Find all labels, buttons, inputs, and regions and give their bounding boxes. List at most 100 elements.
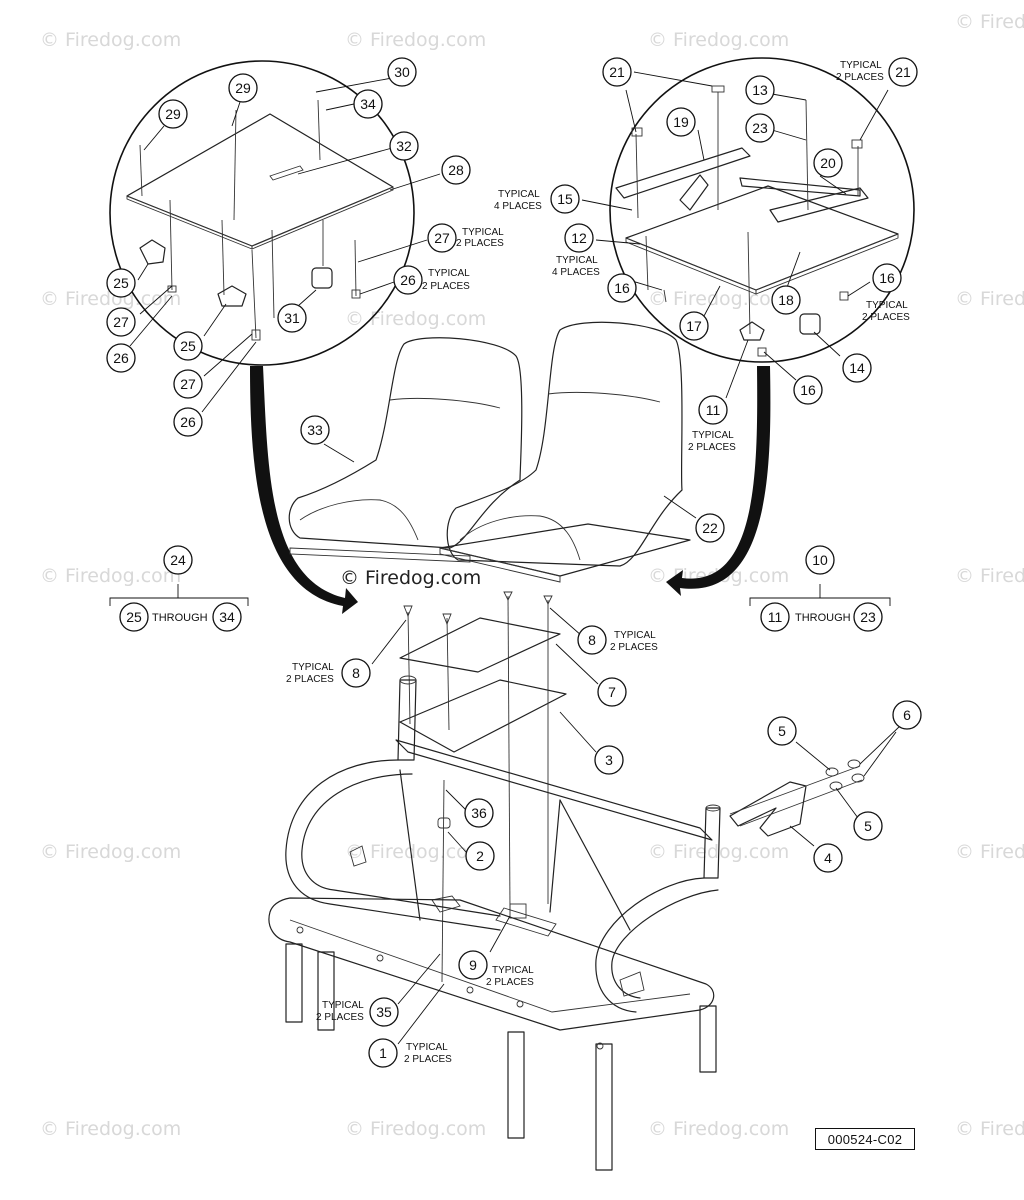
callout-16: 16 (872, 263, 902, 293)
through-label: THROUGH (795, 612, 851, 624)
callout-number: 22 (702, 520, 718, 536)
callout-number: 33 (307, 422, 323, 438)
callout-number: 7 (608, 684, 616, 700)
callout-25: 25 (106, 268, 136, 298)
callout-1: 1 (368, 1038, 398, 1068)
callout-15: 15 (550, 184, 580, 214)
callout-number: 11 (706, 402, 721, 418)
callout-number: 36 (471, 805, 487, 821)
callout-number: 26 (400, 272, 416, 288)
callout-11: 11 (698, 395, 728, 425)
callout-33: 33 (300, 415, 330, 445)
callout-number: 29 (165, 106, 181, 122)
callout-30: 30 (387, 57, 417, 87)
callout-9: 9 (458, 950, 488, 980)
callout-5: 5 (767, 716, 797, 746)
callout-3: 3 (594, 745, 624, 775)
note-typical: TYPICAL (406, 1042, 448, 1053)
callout-number: 11 (768, 609, 783, 625)
callout-14: 14 (842, 353, 872, 383)
watermark: © Firedog.com (345, 308, 486, 330)
callout-25: 25 (173, 331, 203, 361)
callout-number: 29 (235, 80, 251, 96)
watermark: © Firedog.com (648, 1118, 789, 1140)
note-typical: TYPICAL (866, 300, 908, 311)
callout-21: 21 (602, 57, 632, 87)
callout-36: 36 (464, 798, 494, 828)
watermark: © Firedog.com (40, 288, 181, 310)
callout-number: 32 (396, 138, 412, 154)
callout-34: 34 (212, 602, 242, 632)
curved-arrows (250, 366, 771, 614)
note-places: 2 PLACES (836, 72, 884, 83)
note-typical: TYPICAL (462, 227, 504, 238)
callout-number: 25 (180, 338, 196, 354)
note-typical: TYPICAL (292, 662, 334, 673)
callout-11: 11 (760, 602, 790, 632)
watermark: © Firedog.com (40, 565, 181, 587)
callout-number: 26 (180, 414, 196, 430)
callout-number: 23 (860, 609, 876, 625)
callout-number: 24 (170, 552, 186, 568)
side-bracket (729, 759, 865, 837)
right-detail-circle (609, 57, 915, 363)
callout-13: 13 (745, 75, 775, 105)
callout-number: 8 (352, 665, 360, 681)
callout-23: 23 (853, 602, 883, 632)
note-places: 2 PLACES (610, 642, 658, 653)
callout-6: 6 (892, 700, 922, 730)
watermark: © Firedog.com (40, 841, 181, 863)
callout-20: 20 (813, 148, 843, 178)
note-places: 2 PLACES (316, 1012, 364, 1023)
callout-number: 15 (557, 191, 573, 207)
watermark: © Firedog.com (40, 1118, 181, 1140)
watermark: © Firedog.com (40, 29, 181, 51)
callout-number: 18 (778, 292, 794, 308)
callout-number: 16 (879, 270, 895, 286)
mounting-plates (399, 591, 567, 983)
callout-8: 8 (341, 658, 371, 688)
callout-number: 35 (376, 1004, 392, 1020)
callout-12: 12 (564, 223, 594, 253)
callout-number: 4 (824, 850, 832, 866)
callout-25: 25 (119, 602, 149, 632)
callout-8: 8 (577, 625, 607, 655)
callout-number: 14 (849, 360, 865, 376)
seat-frame (268, 675, 721, 1171)
callout-number: 16 (614, 280, 630, 296)
callout-35: 35 (369, 997, 399, 1027)
center-watermark: © Firedog.com (340, 567, 481, 589)
callout-number: 10 (812, 552, 828, 568)
callout-2: 2 (465, 841, 495, 871)
callout-19: 19 (666, 107, 696, 137)
left-detail-circle (109, 60, 415, 366)
callout-10: 10 (805, 545, 835, 575)
seats (288, 321, 691, 583)
callout-4: 4 (813, 843, 843, 873)
callout-22: 22 (695, 513, 725, 543)
callout-number: 3 (605, 752, 613, 768)
callout-7: 7 (597, 677, 627, 707)
callouts: 30 34 29 29 32 28 27 26 31 25 27 26 25 2… (106, 57, 922, 1068)
callout-number: 12 (571, 230, 587, 246)
callout-34: 34 (353, 89, 383, 119)
callout-21: 21 (888, 57, 918, 87)
watermark: © Firedog.com (648, 29, 789, 51)
callout-number: 13 (752, 82, 768, 98)
callout-26: 26 (106, 343, 136, 373)
callout-17: 17 (679, 311, 709, 341)
callout-27: 27 (427, 223, 457, 253)
callout-29: 29 (228, 73, 258, 103)
callout-number: 27 (434, 230, 450, 246)
callout-number: 27 (113, 314, 129, 330)
callout-24: 24 (163, 545, 193, 575)
note-typical: TYPICAL (492, 965, 534, 976)
note-places: 2 PLACES (862, 312, 910, 323)
callout-32: 32 (389, 131, 419, 161)
drawing-number-box: 000524-C02 (815, 1128, 915, 1150)
watermark: © Firedog.com (648, 288, 789, 310)
callout-number: 34 (360, 96, 376, 112)
note-places: 4 PLACES (494, 201, 542, 212)
callout-5: 5 (853, 811, 883, 841)
